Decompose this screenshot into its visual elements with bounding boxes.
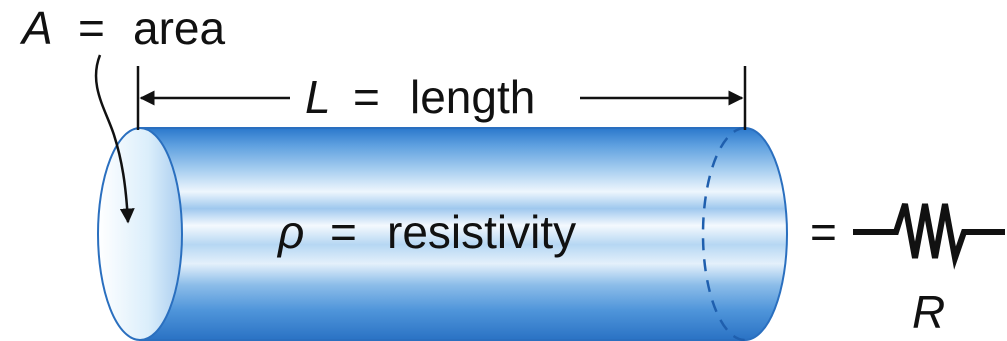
length-label: L = length bbox=[305, 71, 535, 123]
resistivity-word: resistivity bbox=[387, 206, 576, 258]
area-label: A = area bbox=[19, 2, 225, 54]
cylinder-body bbox=[139, 127, 788, 341]
resistivity-equals: = bbox=[330, 206, 357, 258]
resistance-label: R bbox=[912, 286, 945, 338]
cylinder-end-cap bbox=[97, 127, 183, 341]
area-pointer-arrow bbox=[94, 54, 135, 224]
cylinder-hidden-edge bbox=[701, 126, 746, 341]
area-word: area bbox=[133, 2, 225, 54]
area-annotation: A = area bbox=[19, 2, 225, 224]
length-var: L bbox=[305, 71, 331, 123]
length-dimension: L = length bbox=[136, 66, 747, 130]
equivalence-equals: = bbox=[810, 206, 837, 258]
length-equals: = bbox=[353, 71, 380, 123]
area-equals: = bbox=[78, 2, 105, 54]
resistor-symbol bbox=[853, 203, 1005, 270]
length-word: length bbox=[410, 71, 535, 123]
cylinder bbox=[97, 126, 788, 341]
area-var: A bbox=[19, 2, 53, 54]
resistivity-var: ρ bbox=[276, 206, 304, 258]
resistivity-label: ρ = resistivity bbox=[276, 206, 576, 258]
